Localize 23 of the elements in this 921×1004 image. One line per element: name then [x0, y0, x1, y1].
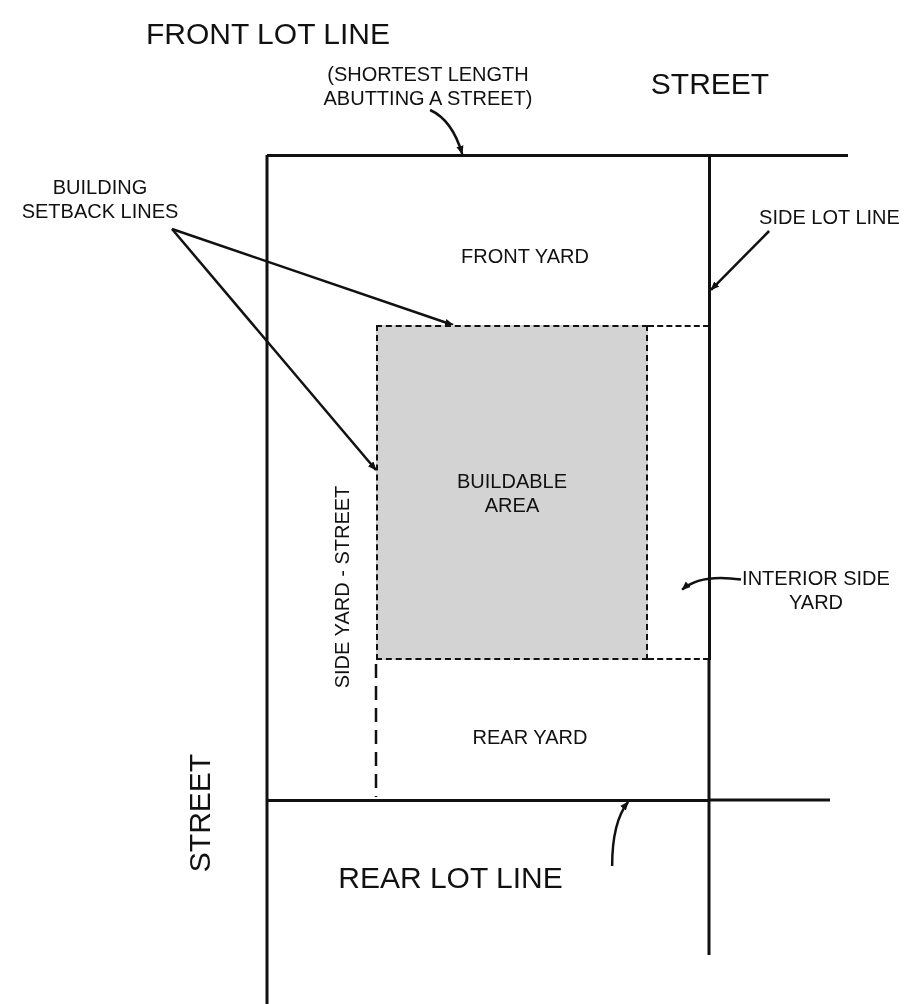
callout-text: (SHORTEST LENGTH ABUTTING A STREET): [322, 62, 534, 110]
leader-arrow: [681, 576, 742, 591]
street-label: STREET: [182, 752, 217, 875]
leader-arrow: [710, 230, 770, 291]
leader-arrow: [171, 227, 454, 327]
callout-text: REAR LOT LINE: [318, 860, 583, 898]
leader-arrow: [429, 108, 464, 155]
area-label: BUILDABLE AREA: [455, 468, 569, 517]
lot-line: [267, 154, 848, 157]
yard-label: REAR YARD: [471, 725, 589, 749]
lot-line: [267, 799, 709, 802]
leader-arrow: [171, 228, 377, 471]
street-label: STREET: [649, 66, 771, 102]
yard-label: FRONT YARD: [460, 244, 590, 268]
leader-arrow: [610, 801, 630, 867]
callout-text: BUILDING SETBACK LINES: [10, 175, 190, 229]
yard-label: SIDE YARD - STREET: [330, 484, 354, 691]
callout-text: SIDE LOT LINE: [738, 205, 921, 231]
lot-line: [708, 155, 711, 660]
buildable-area: [376, 325, 648, 660]
side-yard-area: [648, 325, 709, 660]
callout-text: INTERIOR SIDE YARD: [741, 566, 891, 620]
callout-heading: FRONT LOT LINE: [145, 16, 391, 52]
